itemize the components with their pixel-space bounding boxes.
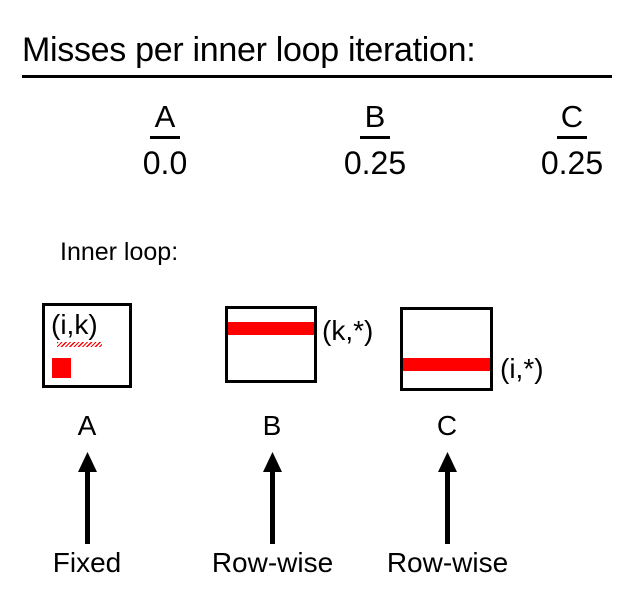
matrix-box-c bbox=[400, 307, 493, 391]
matrix-box-b bbox=[225, 306, 317, 383]
page-title: Misses per inner loop iteration: bbox=[22, 31, 476, 69]
access-pattern-a: Fixed bbox=[52, 547, 122, 578]
matrix-label-a: A bbox=[77, 410, 97, 441]
matrix-c-row-highlight bbox=[403, 358, 490, 371]
summary-value-a: 0.0 bbox=[142, 145, 188, 181]
summary-value-c: 0.25 bbox=[540, 145, 604, 181]
arrow-up-icon-b bbox=[259, 452, 285, 544]
matrix-box-a: (i,k) bbox=[42, 303, 132, 388]
title-underline bbox=[22, 75, 612, 78]
matrix-b-access-note: (k,*) bbox=[322, 315, 374, 346]
matrix-label-c: C bbox=[436, 410, 458, 441]
matrix-c-access-note: (i,*) bbox=[500, 353, 544, 384]
access-pattern-c: Row-wise bbox=[386, 547, 509, 578]
summary-header-b-underline bbox=[360, 136, 390, 139]
arrow-up-icon-c bbox=[434, 452, 460, 544]
spellcheck-squiggle-icon bbox=[57, 342, 102, 347]
summary-header-c: C bbox=[560, 99, 584, 134]
inner-loop-caption: Inner loop: bbox=[60, 238, 179, 266]
summary-header-c-underline bbox=[557, 136, 587, 139]
summary-header-a: A bbox=[154, 99, 176, 134]
matrix-a-cell-label: (i,k) bbox=[51, 309, 98, 340]
matrix-a-element-highlight bbox=[52, 358, 71, 378]
summary-header-a-underline bbox=[150, 136, 180, 139]
arrow-up-icon-a bbox=[74, 452, 100, 544]
access-pattern-b: Row-wise bbox=[211, 547, 334, 578]
matrix-label-b: B bbox=[262, 410, 282, 441]
summary-header-b: B bbox=[364, 99, 386, 134]
matrix-b-row-highlight bbox=[228, 322, 314, 335]
summary-value-b: 0.25 bbox=[343, 145, 407, 181]
